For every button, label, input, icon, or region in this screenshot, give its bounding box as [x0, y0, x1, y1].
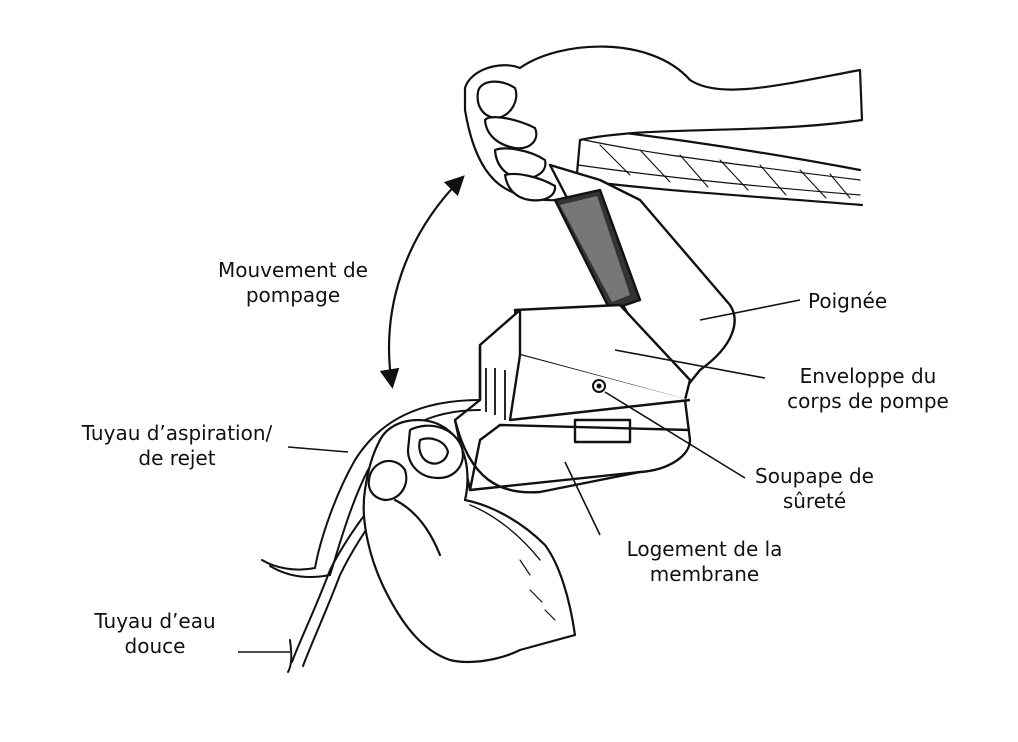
label-handle-line1: Poignée	[808, 289, 888, 313]
label-pump-body-casing: Enveloppe du corps de pompe	[768, 364, 968, 414]
label-intake-discharge-hose: Tuyau d’aspiration/ de rejet	[62, 421, 292, 471]
leader-membrane-housing	[564, 461, 601, 536]
label-safety-valve-line2: sûreté	[782, 489, 847, 513]
label-pump-body-casing-line1: Enveloppe du	[799, 364, 937, 388]
pumping-motion-arrow	[379, 175, 465, 389]
pump-handle-drawing	[548, 163, 736, 397]
label-handle: Poignée	[808, 289, 887, 314]
label-fresh-water-hose-line2: douce	[124, 634, 186, 658]
label-intake-discharge-hose-line2: de rejet	[138, 446, 216, 470]
label-safety-valve: Soupape de sûreté	[742, 464, 887, 514]
label-fresh-water-hose-line1: Tuyau d’eau	[94, 609, 216, 633]
label-safety-valve-line1: Soupape de	[755, 464, 874, 488]
label-membrane-housing-line1: Logement de la	[626, 537, 783, 561]
label-membrane-housing-line2: membrane	[649, 562, 760, 586]
label-intake-discharge-hose-line1: Tuyau d’aspiration/	[81, 421, 273, 445]
label-pump-body-casing-line2: corps de pompe	[787, 389, 949, 413]
label-pumping-motion: Mouvement de pompage	[208, 258, 378, 308]
leader-intake-hose	[287, 446, 349, 453]
leader-handle	[699, 299, 801, 321]
label-pumping-motion-line2: pompage	[245, 283, 341, 307]
label-fresh-water-hose: Tuyau d’eau douce	[80, 609, 230, 659]
safety-valve-drawing	[592, 379, 606, 393]
upper-hand-drawing	[463, 45, 864, 202]
leader-safety-valve	[604, 391, 746, 479]
lower-hand-drawing	[362, 418, 577, 664]
label-pumping-motion-line1: Mouvement de	[218, 258, 368, 282]
label-membrane-housing: Logement de la membrane	[612, 537, 797, 587]
leader-pump-casing	[614, 349, 766, 379]
